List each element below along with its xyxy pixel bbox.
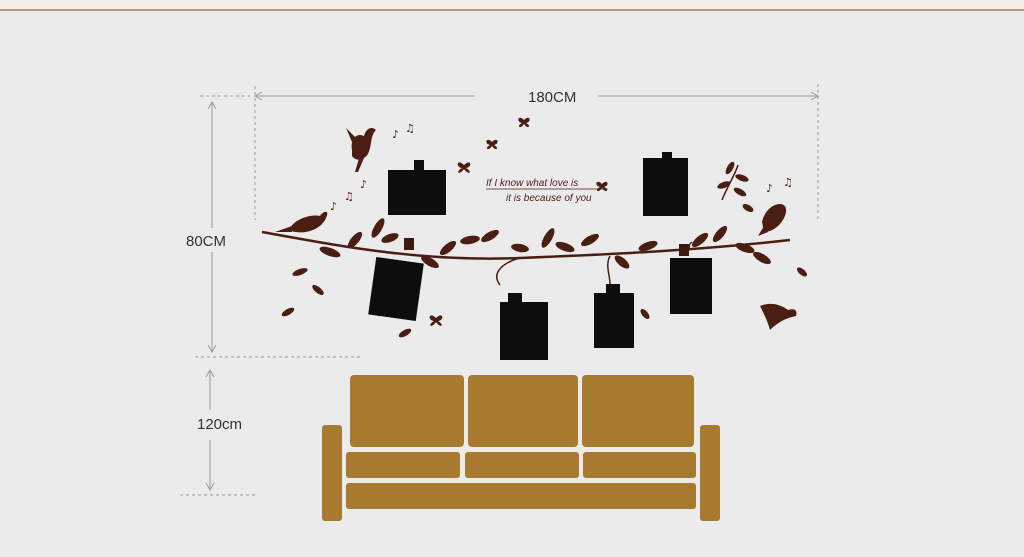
sofa-seat-cushion [346,452,460,478]
sofa-armrest [700,425,720,521]
quote-line-1: If I know what love is [486,178,579,189]
bird-perched-icon [275,211,328,233]
music-note-icon: ♫ [783,176,793,189]
photo-frame [500,302,548,360]
sofa-height-dimension-label: 120cm [197,416,243,433]
music-note-icon: ♫ [344,190,354,203]
height-dimension-label: 80CM [186,233,227,250]
sofa-illustration [322,375,720,521]
music-note-icon: ♪ [360,178,367,191]
photo-frame [670,258,712,314]
width-dimension-label: 180CM [528,89,577,106]
sofa-seat-cushion [583,452,696,478]
birds [275,128,797,330]
butterfly-icon [596,181,608,192]
photo-frames [368,152,712,360]
music-notes: ♪ ♫ ♪ ♫ ♪ ♪ ♫ [330,122,793,213]
bird-flying-icon [760,303,797,330]
bird-flying-icon [346,128,376,172]
sofa-armrest [322,425,342,521]
bird-perched-icon [758,204,787,236]
leaves [281,161,807,338]
music-note-icon: ♪ [766,182,773,195]
top-border [0,0,1024,11]
music-note-icon: ♫ [405,122,415,135]
photo-frame [594,293,634,348]
quote-line-2: it is because of you [506,193,592,204]
photo-frame [388,170,446,215]
butterfly-icon [486,139,498,150]
branch-decal [261,161,807,338]
photo-frame [368,256,424,322]
butterfly-icon [429,315,443,326]
sofa-back-cushion [350,375,464,447]
sofa-base [346,483,696,509]
photo-frame [643,158,688,216]
music-note-icon: ♪ [392,128,399,141]
sofa-back-cushion [582,375,694,447]
dimension-guides [180,84,820,496]
sofa-seat-cushion [465,452,579,478]
sofa-back-cushion [468,375,578,447]
music-note-icon: ♪ [330,200,337,213]
butterfly-icon [457,162,471,173]
butterfly-icon [518,117,530,128]
